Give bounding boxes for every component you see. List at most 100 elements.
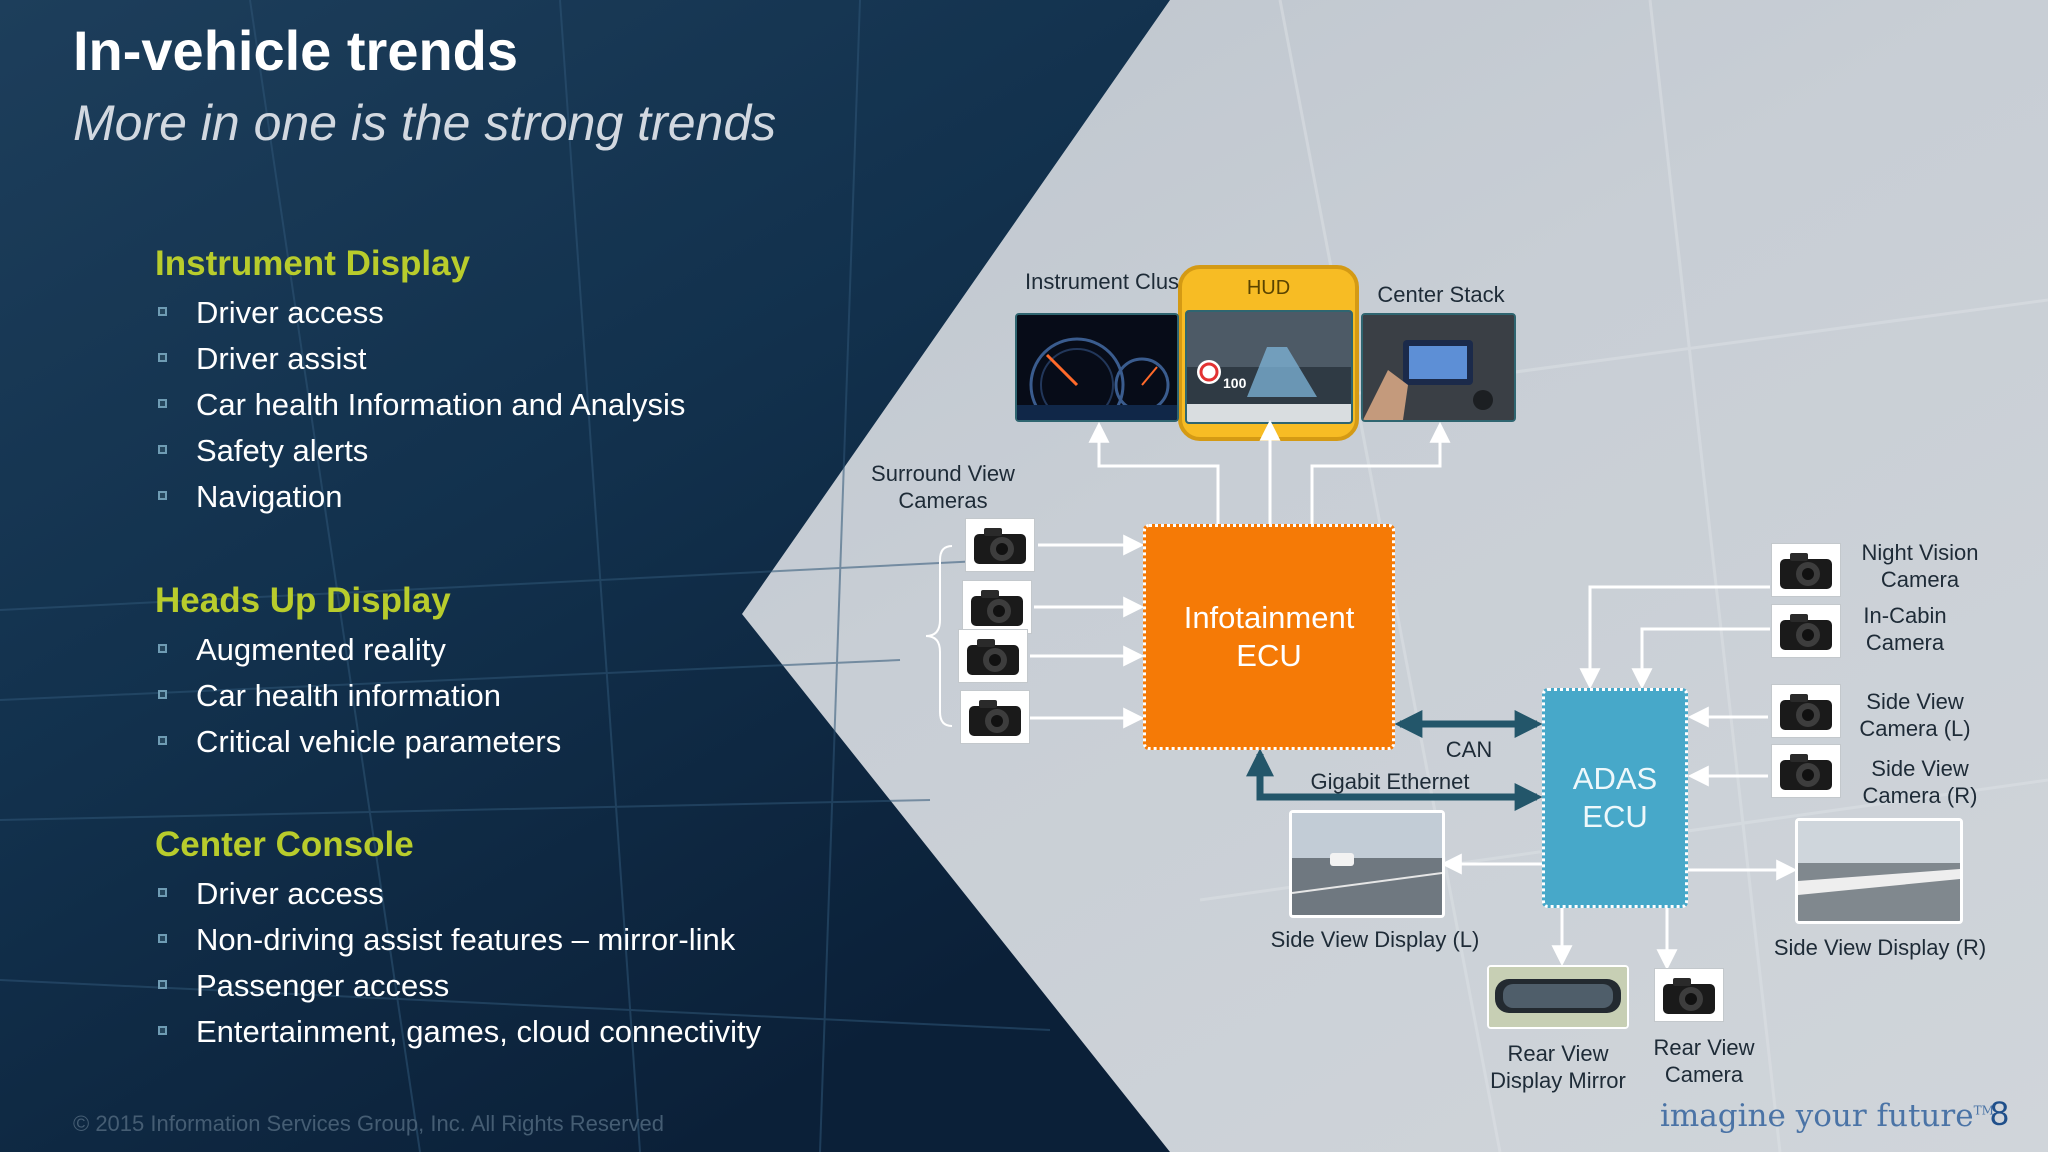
bullet-text: Safety alerts: [196, 433, 369, 468]
side-view-road-picture: [1292, 813, 1442, 915]
bullet-text: Car health Information and Analysis: [196, 387, 686, 422]
side-view-display-right-label: Side View Display (R): [1773, 935, 1987, 960]
bullet-item: Critical vehicle parameters: [155, 719, 561, 765]
infotainment-ecu: Infotainment ECU: [1143, 524, 1395, 750]
bullet-item: Passenger access: [155, 963, 761, 1009]
center-stack-image: [1361, 313, 1516, 422]
bullet-square-icon: [158, 934, 167, 943]
bullet-item: Car health information: [155, 673, 561, 719]
section-heading: Instrument Display: [155, 244, 471, 283]
svg-text:100: 100: [1223, 375, 1247, 391]
side-view-road-picture: [1798, 821, 1960, 921]
logo-tm: TM: [1973, 1103, 1994, 1118]
bullet-text: Driver assist: [196, 341, 367, 376]
slide-subtitle: More in one is the strong trends: [73, 95, 777, 151]
instrument-cluster-image: [1015, 313, 1179, 422]
bullet-square-icon: [158, 888, 167, 897]
bullet-square-icon: [158, 690, 167, 699]
adas-ecu: ADAS ECU: [1542, 688, 1688, 908]
gigabit-ethernet-label: Gigabit Ethernet: [1310, 769, 1470, 794]
bullet-text: Passenger access: [196, 968, 450, 1003]
camera-icon: [971, 590, 1023, 626]
logo-text: imagine your future: [1660, 1098, 1974, 1134]
bullet-text: Navigation: [196, 479, 343, 514]
surround-camera: [962, 580, 1032, 634]
hud-label: HUD: [1246, 277, 1291, 299]
section-heading: Center Console: [155, 825, 414, 864]
logo: imagine your futureTM: [1660, 1098, 1994, 1134]
bullet-text: Car health information: [196, 678, 501, 713]
surround-camera: [958, 629, 1028, 683]
side-view-display-left-label: Side View Display (L): [1270, 927, 1480, 952]
bullet-square-icon: [158, 491, 167, 500]
camera-icon: [967, 639, 1019, 675]
rear-view-mirror-image: [1487, 965, 1629, 1029]
bullet-item: Driver assist: [155, 336, 685, 382]
bullet-text: Driver access: [196, 295, 384, 330]
camera-icon: [974, 528, 1026, 564]
side-view-camera-right: [1771, 744, 1841, 798]
night-vision-camera-label: Night Vision Camera: [1861, 540, 1979, 592]
hud-image: 100: [1185, 310, 1353, 424]
bullet-list: Driver access Non-driving assist feature…: [155, 871, 761, 1055]
bullet-item: Entertainment, games, cloud connectivity: [155, 1009, 761, 1055]
surround-view-label: Surround View Cameras: [871, 461, 1015, 513]
copyright-text: © 2015 Information Services Group, Inc. …: [73, 1111, 664, 1136]
bullet-square-icon: [158, 1026, 167, 1035]
bullet-item: Car health Information and Analysis: [155, 382, 685, 428]
bullet-square-icon: [158, 307, 167, 316]
bullet-text: Augmented reality: [196, 632, 446, 667]
bullet-text: Entertainment, games, cloud connectivity: [196, 1014, 762, 1049]
bullet-item: Driver access: [155, 871, 761, 917]
bullet-square-icon: [158, 980, 167, 989]
rear-view-mirror-label: Rear View Display Mirror: [1490, 1041, 1626, 1093]
bullet-list: Augmented reality Car health information…: [155, 627, 561, 765]
surround-camera: [965, 518, 1035, 572]
side-view-camera-left: [1771, 684, 1841, 738]
side-view-camera-right-label: Side View Camera (R): [1862, 756, 1978, 808]
side-view-display-left-image: [1289, 810, 1445, 918]
section-heads-up-display: Heads Up Display Augmented reality Car h…: [155, 581, 561, 765]
bullet-square-icon: [158, 644, 167, 653]
instrument-cluster-picture: [1017, 315, 1177, 420]
camera-icon: [1780, 553, 1832, 589]
side-view-display-right-image: [1795, 818, 1963, 924]
bullet-square-icon: [158, 353, 167, 362]
bullet-list: Driver access Driver assist Car health I…: [155, 290, 685, 520]
arrow-to-center-stack: [1310, 421, 1451, 524]
bullet-item: Non-driving assist features – mirror-lin…: [155, 917, 761, 963]
bullet-square-icon: [158, 399, 167, 408]
section-heading: Heads Up Display: [155, 581, 451, 620]
bullet-text: Driver access: [196, 876, 384, 911]
section-center-console: Center Console Driver access Non-driving…: [155, 825, 761, 1055]
camera-icon: [1663, 978, 1715, 1014]
surround-camera: [960, 690, 1030, 744]
in-cabin-camera-label: In-Cabin Camera: [1863, 603, 1947, 655]
page-number: 8: [1990, 1095, 2009, 1133]
center-stack-picture: [1363, 315, 1514, 420]
bullet-square-icon: [158, 736, 167, 745]
bullet-item: Driver access: [155, 290, 685, 336]
gigabit-ethernet-link: [1246, 748, 1543, 811]
night-vision-camera: [1771, 543, 1841, 597]
hud-picture: 100: [1187, 312, 1351, 422]
bullet-item: Safety alerts: [155, 428, 685, 474]
can-label: CAN: [1445, 737, 1493, 762]
rear-view-mirror-picture: [1489, 967, 1627, 1027]
camera-icon: [1780, 614, 1832, 650]
camera-icon: [1780, 754, 1832, 790]
bullet-item: Augmented reality: [155, 627, 561, 673]
rear-view-camera: [1654, 968, 1724, 1022]
bullet-item: Navigation: [155, 474, 685, 520]
bullet-text: Critical vehicle parameters: [196, 724, 562, 759]
arrow-to-instrument-cluster: [1088, 421, 1220, 524]
camera-icon: [1780, 694, 1832, 730]
slide-title: In-vehicle trends: [73, 19, 519, 82]
bullet-square-icon: [158, 445, 167, 454]
camera-icon: [969, 700, 1021, 736]
rear-view-camera-label: Rear View Camera: [1653, 1035, 1755, 1087]
side-view-camera-left-label: Side View Camera (L): [1859, 689, 1971, 741]
